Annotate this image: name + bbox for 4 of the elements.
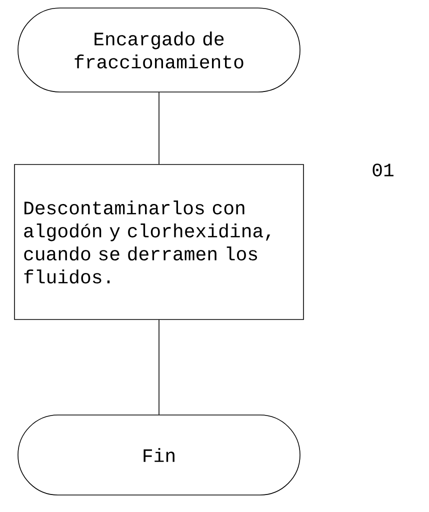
- connector-line: [158, 320, 160, 415]
- page-number: 01: [372, 164, 394, 176]
- connector-line: [158, 92, 160, 164]
- process-box: Descontaminarlos con algodón y clorhexidina, cuando se derramen los fluidos.: [14, 164, 304, 320]
